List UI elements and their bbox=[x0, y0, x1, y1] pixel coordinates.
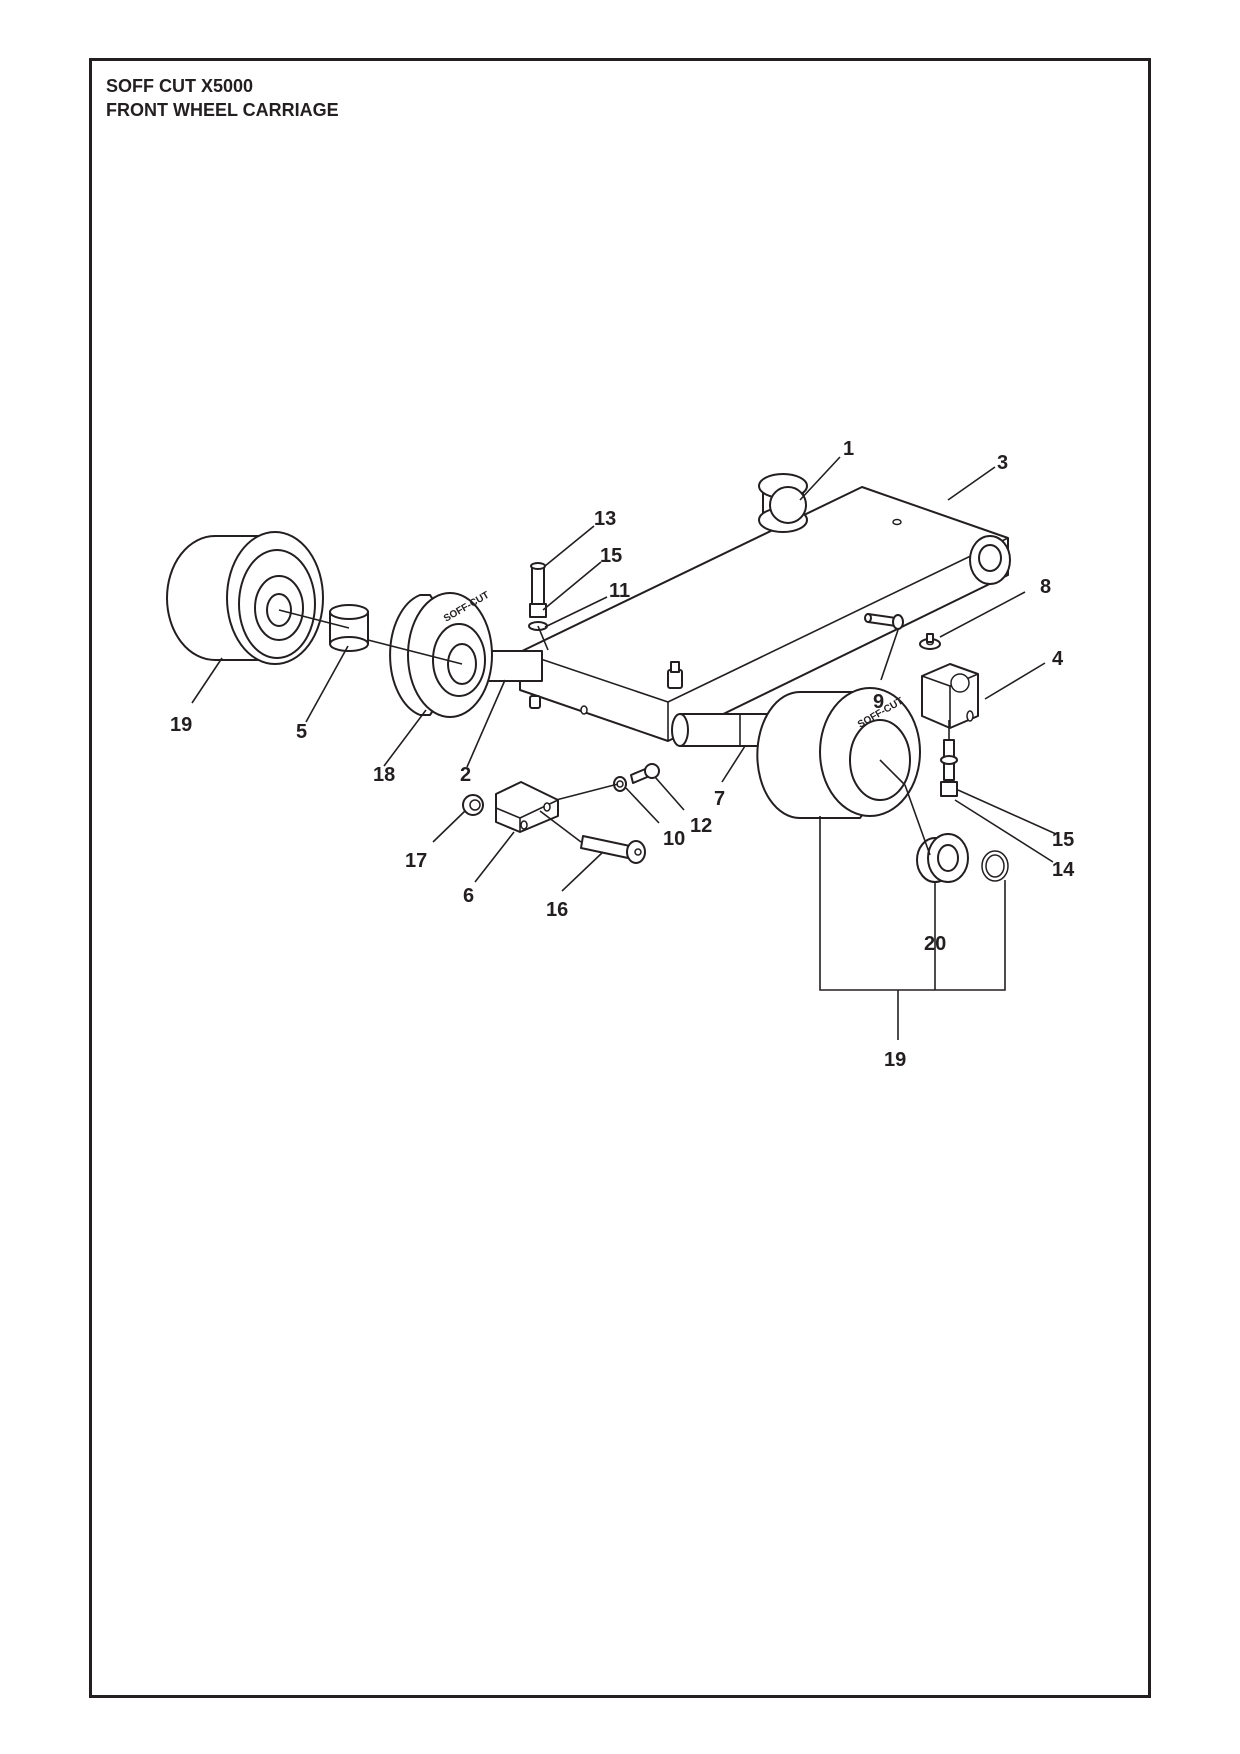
callout-5: 5 bbox=[296, 721, 307, 743]
title-model: SOFF CUT X5000 bbox=[106, 76, 254, 96]
callout-12: 12 bbox=[690, 815, 712, 837]
callout-4: 4 bbox=[1052, 648, 1064, 670]
callout-19-left: 19 bbox=[170, 714, 192, 736]
part-3-carriage-frame bbox=[519, 486, 1011, 742]
callout-14: 14 bbox=[1052, 859, 1075, 881]
part-4-bracket bbox=[921, 663, 979, 729]
callout-15-lower: 15 bbox=[1052, 829, 1074, 851]
callout-9: 9 bbox=[873, 691, 884, 713]
callout-17: 17 bbox=[405, 850, 427, 872]
part-19-wheel-right: SOFF-CUT bbox=[756, 687, 921, 819]
callout-10: 10 bbox=[663, 828, 685, 850]
assembly-axis-lines bbox=[278, 609, 950, 856]
part-6-clamp-bracket bbox=[495, 781, 559, 833]
callout-13: 13 bbox=[594, 508, 616, 530]
part-13-bolt bbox=[528, 562, 548, 631]
part-5-spacer bbox=[329, 604, 369, 652]
part-12-screw bbox=[630, 763, 660, 784]
callout-19-right: 19 bbox=[884, 1049, 906, 1071]
snap-ring bbox=[981, 850, 1009, 882]
callout-2: 2 bbox=[460, 764, 471, 786]
page-border bbox=[89, 58, 1151, 1698]
part-18-wheel: SOFF-CUT bbox=[389, 590, 493, 718]
part-14-15-adjuster-stud bbox=[940, 739, 958, 797]
callout-3: 3 bbox=[997, 452, 1008, 474]
callout-11: 11 bbox=[609, 580, 630, 602]
callout-6: 6 bbox=[463, 885, 474, 907]
callout-16: 16 bbox=[546, 899, 568, 921]
callout-18: 18 bbox=[373, 764, 395, 786]
part-19-wheel-left bbox=[166, 531, 324, 665]
part-9-pin bbox=[864, 613, 904, 630]
callout-15-upper: 15 bbox=[600, 545, 622, 567]
callout-8: 8 bbox=[1040, 576, 1051, 598]
callout-20: 20 bbox=[924, 933, 946, 955]
callout-1: 1 bbox=[843, 438, 854, 460]
part-17-nut bbox=[462, 794, 484, 816]
callout-7: 7 bbox=[714, 788, 725, 810]
title-assembly: FRONT WHEEL CARRIAGE bbox=[106, 100, 339, 120]
callout-leaders bbox=[191, 456, 1057, 1040]
part-1-bushing bbox=[758, 473, 808, 533]
part-8-washer bbox=[919, 633, 941, 650]
part-16-pin bbox=[580, 835, 646, 864]
diagram-title: SOFF CUT X5000 FRONT WHEEL CARRIAGE bbox=[106, 74, 339, 122]
callout-labels: 1 3 13 15 11 8 4 9 19 5 18 2 7 12 10 17 … bbox=[170, 438, 1075, 1071]
part-20-bearing bbox=[916, 833, 969, 883]
